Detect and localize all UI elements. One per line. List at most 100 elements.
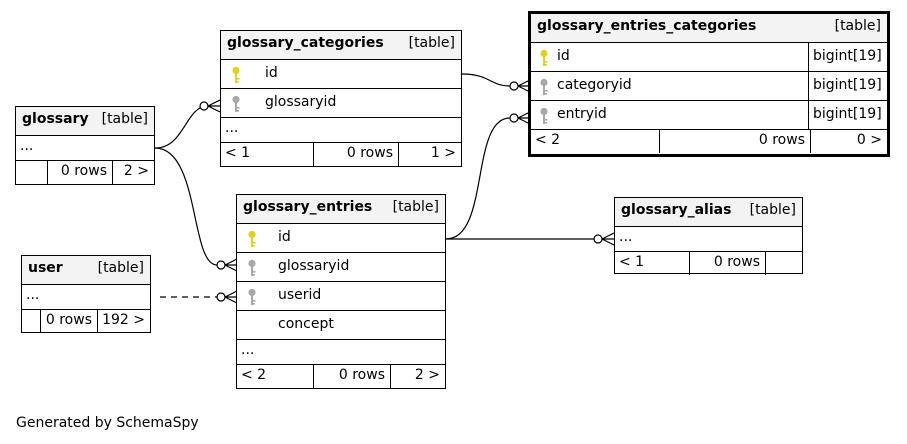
edge-end-circle: [509, 81, 519, 91]
table-glossary-categories[interactable]: glossary_categories [table] id glossaryi…: [220, 30, 462, 167]
column-row-id[interactable]: id: [237, 224, 445, 253]
rows-cell: 0 rows: [47, 161, 112, 184]
parents-count[interactable]: < 2: [241, 367, 267, 383]
column-name: id: [557, 48, 570, 64]
table-footer: < 2 0 rows 2 >: [237, 365, 445, 388]
edge-crowfoot: [207, 99, 221, 113]
edge-categories-to-entries-categories: [461, 73, 511, 87]
table-name: glossary: [22, 111, 89, 127]
more-columns-row: ...: [22, 285, 150, 310]
children-cell[interactable]: 1 >: [398, 143, 461, 166]
primary-key-icon: [247, 230, 257, 252]
table-glossary-alias[interactable]: glossary_alias [table] ... < 1 0 rows: [614, 197, 803, 275]
children-cell: [765, 252, 802, 275]
edge-crowfoot: [601, 232, 615, 246]
table-footer: < 1 0 rows: [615, 252, 802, 275]
column-row-concept[interactable]: concept: [237, 311, 445, 340]
table-header: glossary_entries [table]: [237, 195, 445, 224]
children-count[interactable]: 0 >: [856, 132, 882, 148]
more-columns-row: ...: [16, 136, 154, 161]
generated-by-credit: Generated by SchemaSpy: [16, 415, 199, 431]
column-name: glossaryid: [265, 94, 337, 110]
children-count[interactable]: 2 >: [414, 367, 440, 383]
column-name: userid: [278, 287, 322, 303]
table-name: glossary_entries_categories: [537, 18, 757, 34]
column-name: concept: [278, 316, 334, 332]
parents-cell[interactable]: < 2: [531, 130, 659, 153]
column-type: bigint[19]: [808, 101, 887, 129]
parents-cell[interactable]: < 1: [221, 143, 313, 166]
edge-end-circle: [199, 101, 209, 111]
parents-cell: [16, 161, 47, 184]
rows-cell: 0 rows: [689, 252, 765, 275]
more-columns-row: ...: [615, 227, 802, 252]
foreign-key-icon: [539, 107, 549, 129]
rows-cell: 0 rows: [313, 143, 398, 166]
table-header: glossary [table]: [16, 107, 154, 136]
foreign-key-icon: [539, 78, 549, 100]
column-row-id[interactable]: id bigint[19]: [531, 43, 887, 72]
table-type: [table]: [834, 18, 881, 34]
primary-key-icon: [539, 49, 549, 71]
parents-count[interactable]: < 2: [535, 132, 561, 148]
column-row-id[interactable]: id: [221, 60, 461, 89]
table-footer: 0 rows 192 >: [22, 310, 150, 333]
edge-glossary-to-entries: [154, 147, 218, 266]
more-columns-row: ...: [221, 118, 461, 143]
edge-end-circle: [593, 234, 603, 244]
children-cell[interactable]: 0 >: [810, 130, 887, 153]
children-count[interactable]: 1 >: [430, 145, 456, 161]
children-count[interactable]: 192 >: [102, 312, 145, 328]
row-count: 0 rows: [713, 254, 760, 270]
parents-cell[interactable]: < 2: [237, 365, 313, 388]
column-row-userid[interactable]: userid: [237, 282, 445, 311]
table-name: glossary_categories: [227, 35, 384, 51]
table-name: glossary_entries: [243, 199, 373, 215]
table-header: glossary_alias [table]: [615, 198, 802, 227]
row-count: 0 rows: [758, 132, 805, 148]
parents-count[interactable]: < 1: [225, 145, 251, 161]
column-name: id: [265, 65, 278, 81]
foreign-key-icon: [247, 259, 257, 281]
table-user[interactable]: user [table] ... 0 rows 192 >: [21, 255, 151, 333]
table-glossary-entries-categories[interactable]: glossary_entries_categories [table] id b…: [528, 11, 890, 157]
edge-crowfoot: [224, 290, 238, 304]
column-row-glossaryid[interactable]: glossaryid: [237, 253, 445, 282]
table-type: [table]: [97, 260, 144, 276]
table-type: [table]: [392, 199, 439, 215]
more-columns: ...: [26, 287, 40, 303]
foreign-key-icon: [231, 95, 241, 117]
edge-glossary-to-categories: [154, 105, 209, 149]
foreign-key-icon: [247, 288, 257, 310]
rows-cell: 0 rows: [40, 310, 97, 333]
table-type: [table]: [749, 202, 796, 218]
column-type: bigint[19]: [808, 72, 887, 100]
column-type: bigint[19]: [808, 43, 887, 71]
column-name: id: [278, 229, 291, 245]
more-columns: ...: [241, 342, 255, 358]
parents-cell: [22, 310, 40, 333]
table-name: glossary_alias: [621, 202, 732, 218]
column-name: glossaryid: [278, 258, 350, 274]
more-columns: ...: [225, 120, 239, 136]
parents-cell[interactable]: < 1: [615, 252, 689, 275]
column-name: categoryid: [557, 77, 632, 93]
rows-cell: 0 rows: [313, 365, 390, 388]
edge-entries-to-entries-categories: [445, 117, 511, 240]
column-row-categoryid[interactable]: categoryid bigint[19]: [531, 72, 887, 101]
column-name: entryid: [557, 106, 607, 122]
children-count[interactable]: 2 >: [123, 163, 149, 179]
table-header: glossary_entries_categories [table]: [531, 14, 887, 43]
children-cell[interactable]: 192 >: [97, 310, 150, 333]
table-glossary[interactable]: glossary [table] ... 0 rows 2 >: [15, 106, 155, 185]
row-count: 0 rows: [338, 367, 385, 383]
column-row-entryid[interactable]: entryid bigint[19]: [531, 101, 887, 130]
children-cell[interactable]: 2 >: [112, 161, 154, 184]
parents-count[interactable]: < 1: [619, 254, 645, 270]
table-footer: < 1 0 rows 1 >: [221, 143, 461, 166]
table-glossary-entries[interactable]: glossary_entries [table] id glossaryid u…: [236, 194, 446, 389]
children-cell[interactable]: 2 >: [390, 365, 445, 388]
column-row-glossaryid[interactable]: glossaryid: [221, 89, 461, 118]
